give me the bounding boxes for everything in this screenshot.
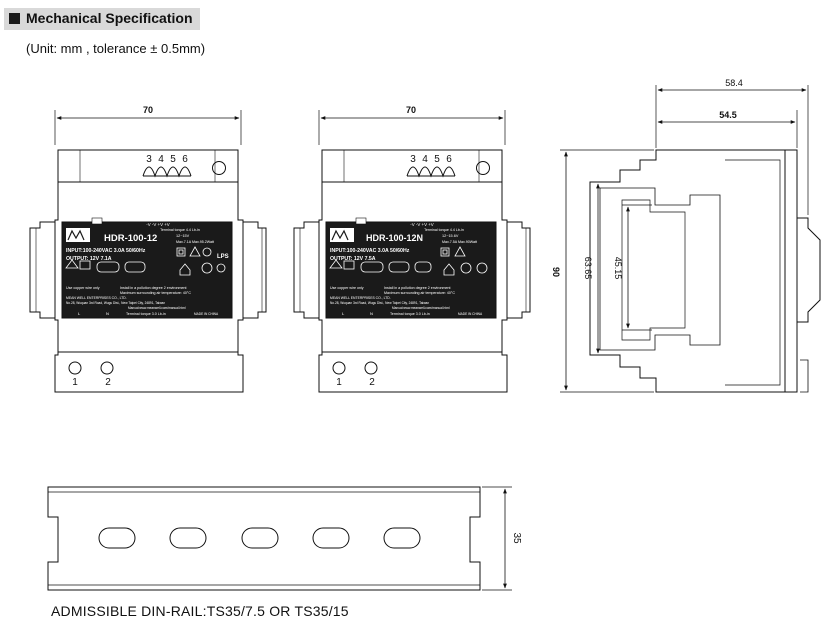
svg-text:2: 2 xyxy=(105,377,111,388)
label-2-symbols xyxy=(329,246,488,276)
svg-text:Use copper wire only: Use copper wire only xyxy=(66,286,100,290)
svg-text:Terminal torque 3.0 Lb-in: Terminal torque 3.0 Lb-in xyxy=(126,312,166,316)
svg-text:N: N xyxy=(370,311,373,316)
svg-text:INPUT:100-240VAC 3.0A 50/60Hz: INPUT:100-240VAC 3.0A 50/60Hz xyxy=(330,248,410,254)
svg-text:Terminal torque 4.4 Lb-in: Terminal torque 4.4 Lb-in xyxy=(160,228,200,232)
svg-text:-V -V +V +V: -V -V +V +V xyxy=(146,222,169,227)
terminal-numbers-2: 3 4 5 6 1 2 xyxy=(336,154,452,388)
svg-text:1: 1 xyxy=(336,377,342,388)
svg-text:5: 5 xyxy=(434,154,440,165)
side-view xyxy=(560,85,821,393)
svg-text:Maximum surrounding air temper: Maximum surrounding air temperature: 40°… xyxy=(120,291,191,295)
svg-text:4: 4 xyxy=(158,154,164,165)
svg-text:L: L xyxy=(78,311,81,316)
svg-text:Manual:www.meanwell.com/manual: Manual:www.meanwell.com/manual.html xyxy=(392,306,450,310)
dim-63-65: 63.65 xyxy=(583,257,593,280)
unit-note: (Unit: mm , tolerance ± 0.5mm) xyxy=(26,41,206,56)
dim-35: 35 xyxy=(511,532,522,544)
svg-text:INPUT:100-240VAC 3.0A 50/60Hz: INPUT:100-240VAC 3.0A 50/60Hz xyxy=(66,248,146,254)
svg-text:6: 6 xyxy=(446,154,452,165)
svg-text:Maximum surrounding air temper: Maximum surrounding air temperature: 40°… xyxy=(384,291,455,295)
label-1-symbols xyxy=(65,246,226,276)
din-rail-caption: ADMISSIBLE DIN-RAIL:TS35/7.5 OR TS35/15 xyxy=(51,603,349,619)
dim-90: 90 xyxy=(551,267,561,277)
svg-text:No.28, Wuquan 3rd Road, Wugu D: No.28, Wuquan 3rd Road, Wugu Dist., New … xyxy=(66,301,165,305)
svg-text:Max.7.5A Max.90Watt: Max.7.5A Max.90Watt xyxy=(442,240,477,244)
section-title: Mechanical Specification xyxy=(26,10,193,26)
din-rail xyxy=(47,486,512,591)
section-bullet-icon xyxy=(9,13,20,24)
width-dim-1: 70 xyxy=(143,105,153,115)
svg-text:Manual:www.meanwell.com/manual: Manual:www.meanwell.com/manual.html xyxy=(128,306,186,310)
section-header-bar xyxy=(4,8,200,30)
svg-text:Terminal torque 3.0 Lb-in: Terminal torque 3.0 Lb-in xyxy=(390,312,430,316)
svg-text:MADE IN CHINA: MADE IN CHINA xyxy=(458,312,483,316)
svg-text:3: 3 xyxy=(410,154,416,165)
svg-text:Terminal torque 4.4 Lb-in: Terminal torque 4.4 Lb-in xyxy=(424,228,464,232)
svg-text:Install in a pollution degree: Install in a pollution degree 2 environm… xyxy=(120,286,187,290)
width-dim-2: 70 xyxy=(406,105,416,115)
svg-text:N: N xyxy=(106,311,109,316)
svg-text:MEAN WELL ENTERPRISES CO., LTD: MEAN WELL ENTERPRISES CO., LTD. xyxy=(330,296,391,300)
svg-text:OUTPUT: 12V 7.5A: OUTPUT: 12V 7.5A xyxy=(330,256,376,262)
side-view-dims: 58.4 54.5 90 63.65 45.15 xyxy=(551,78,743,279)
svg-text:1: 1 xyxy=(72,377,78,388)
front-view-2: 70 xyxy=(293,105,531,393)
svg-text:No.28, Wuquan 3rd Road, Wugu D: No.28, Wuquan 3rd Road, Wugu Dist., New … xyxy=(330,301,429,305)
model-name-2: HDR-100-12N xyxy=(366,233,423,243)
svg-text:LPS: LPS xyxy=(217,254,229,260)
svg-text:4: 4 xyxy=(422,154,428,165)
front-view-1: 70 xyxy=(29,105,267,393)
dim-54-5: 54.5 xyxy=(719,110,737,120)
svg-text:12~15V: 12~15V xyxy=(176,234,190,238)
svg-text:Max.7.1A Max.95.2Watt: Max.7.1A Max.95.2Watt xyxy=(176,240,214,244)
terminal-numbers-1: 3 4 5 6 1 2 xyxy=(72,154,188,388)
svg-text:OUTPUT: 12V 7.1A: OUTPUT: 12V 7.1A xyxy=(66,256,112,262)
model-name-1: HDR-100-12 xyxy=(104,233,157,244)
label-1-text: -V -V +V +V Terminal torque 4.4 Lb-in HD… xyxy=(66,222,229,316)
dim-58-4: 58.4 xyxy=(725,78,743,88)
svg-text:6: 6 xyxy=(182,154,188,165)
svg-text:-V -V +V +V: -V -V +V +V xyxy=(410,222,433,227)
dim-45-15: 45.15 xyxy=(613,257,623,280)
svg-text:MEAN WELL ENTERPRISES CO., LTD: MEAN WELL ENTERPRISES CO., LTD. xyxy=(66,296,127,300)
svg-text:L: L xyxy=(342,311,345,316)
label-2-text: -V -V +V +V Terminal torque 4.4 Lb-in HD… xyxy=(330,222,483,316)
svg-text:MADE IN CHINA: MADE IN CHINA xyxy=(194,312,219,316)
svg-text:2: 2 xyxy=(369,377,375,388)
svg-text:Install in a pollution degree: Install in a pollution degree 2 environm… xyxy=(384,286,451,290)
svg-text:3: 3 xyxy=(146,154,152,165)
svg-text:5: 5 xyxy=(170,154,176,165)
svg-text:Use copper wire only: Use copper wire only xyxy=(330,286,364,290)
svg-text:12~15.6V: 12~15.6V xyxy=(442,234,459,238)
